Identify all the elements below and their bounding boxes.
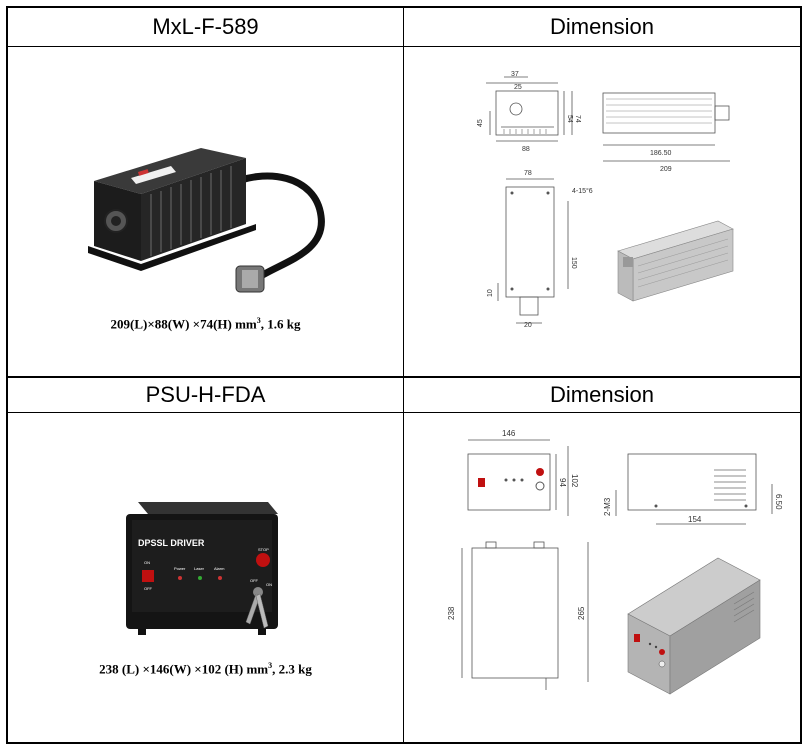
table-border-right bbox=[800, 6, 802, 744]
psu-panel-laser: Laser bbox=[194, 566, 205, 571]
psu-panel-power: Power bbox=[174, 566, 186, 571]
dim-4-holes: 4-15°6 bbox=[572, 187, 593, 195]
dim-78: 78 bbox=[524, 170, 532, 177]
dim-265: 265 bbox=[577, 606, 586, 620]
psu-panel-stop: STOP bbox=[258, 547, 269, 552]
dim-2-m3: 2-M3 bbox=[603, 497, 612, 516]
header-psu-h-fda: PSU-H-FDA bbox=[145, 382, 266, 407]
spec-table: MxL-F-589 Dimension PSU-H-FDA Dimension bbox=[6, 6, 802, 744]
dim-54: 54 bbox=[566, 115, 573, 123]
dim-20: 20 bbox=[524, 322, 532, 329]
dim-150: 150 bbox=[570, 257, 577, 269]
psu-panel-key-on: ON bbox=[266, 582, 272, 587]
header-dimension-2: Dimension bbox=[550, 382, 654, 407]
psu-panel-title: DPSSL DRIVER bbox=[138, 538, 205, 548]
header-dimension-1: Dimension bbox=[550, 14, 654, 39]
header-divider-2 bbox=[6, 412, 802, 413]
header-divider-1 bbox=[6, 46, 802, 47]
table-border-bottom bbox=[6, 742, 802, 744]
psu-panel-alarm: Alarm bbox=[214, 566, 225, 571]
header-mxl-f-589: MxL-F-589 bbox=[152, 14, 259, 39]
table-border-top bbox=[6, 6, 802, 8]
dim-25: 25 bbox=[514, 84, 522, 91]
laser-caption: 209(L)×88(W) ×74(H) mm3, 1.6 kg bbox=[110, 316, 301, 332]
psu-caption: 238 (L) ×146(W) ×102 (H) mm3, 2.3 kg bbox=[99, 661, 312, 677]
dim-102: 102 bbox=[570, 474, 579, 488]
dim-10: 10 bbox=[487, 289, 494, 297]
dim-88: 88 bbox=[522, 146, 530, 153]
dim-209: 209 bbox=[660, 166, 672, 173]
psu-dimension-drawing: 146 94 102 2-M3 154 6.50 238 265 bbox=[447, 429, 783, 695]
dim-94: 94 bbox=[558, 478, 567, 487]
table-divider-vertical bbox=[403, 6, 404, 744]
psu-panel-on: ON bbox=[144, 560, 150, 565]
dim-6-50: 6.50 bbox=[774, 494, 783, 510]
dim-238: 238 bbox=[447, 606, 456, 620]
psu-panel-key-off: OFF bbox=[250, 578, 259, 583]
dim-146: 146 bbox=[502, 429, 516, 438]
dim-45: 45 bbox=[477, 119, 484, 127]
psu-panel-off: OFF bbox=[144, 586, 153, 591]
laser-dimension-drawing: 37 25 45 54 74 88 186.50 209 bbox=[477, 71, 734, 329]
psu-image: DPSSL DRIVER STOP ON OFF Power Laser Ala… bbox=[126, 502, 278, 635]
row-divider bbox=[6, 376, 802, 378]
laser-head-image bbox=[88, 148, 325, 293]
table-border-left bbox=[6, 6, 8, 744]
dim-186-50: 186.50 bbox=[650, 150, 672, 157]
dim-74: 74 bbox=[574, 115, 581, 123]
dim-37: 37 bbox=[511, 71, 519, 78]
dim-154: 154 bbox=[688, 515, 702, 524]
